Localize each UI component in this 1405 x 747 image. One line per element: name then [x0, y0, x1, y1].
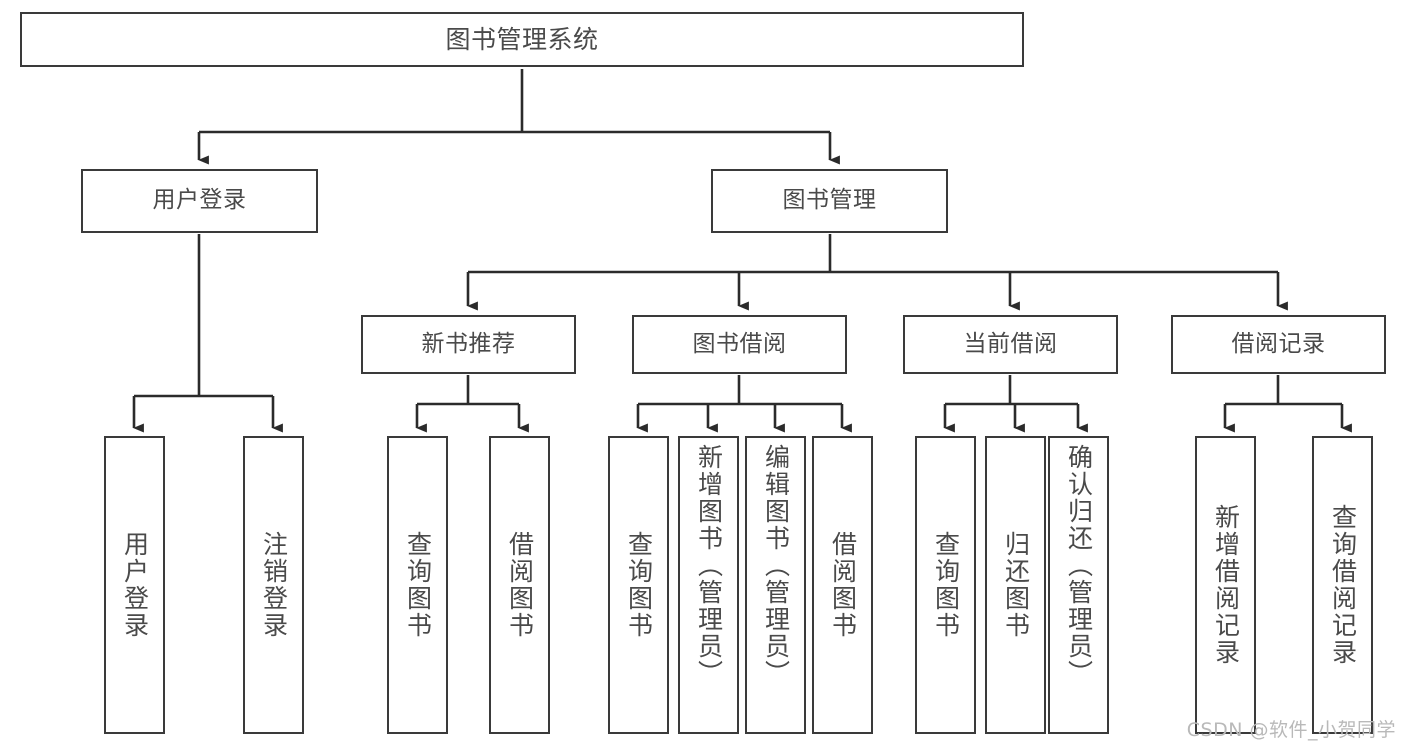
node-book-management-system[interactable]: 图书管理系统 — [20, 12, 1024, 67]
node-label: 查询图书 — [403, 531, 433, 639]
node-current-borrow[interactable]: 当前借阅 — [903, 315, 1118, 374]
node-borrow-record[interactable]: 借阅记录 — [1171, 315, 1386, 374]
node-label: 图书借阅 — [692, 330, 787, 357]
leaf-borrow-record-add[interactable]: 新增借阅记录 — [1195, 436, 1256, 734]
node-label: 查询借阅记录 — [1328, 504, 1358, 666]
node-label: 归还图书 — [1001, 531, 1031, 639]
leaf-new-book-borrow[interactable]: 借阅图书 — [489, 436, 550, 734]
node-label: 新增借阅记录 — [1211, 504, 1241, 666]
leaf-book-borrow-query[interactable]: 查询图书 — [608, 436, 669, 734]
leaf-current-borrow-query[interactable]: 查询图书 — [915, 436, 976, 734]
node-label: 借阅记录 — [1231, 330, 1326, 357]
node-label: 新增图书（管理员） — [694, 444, 724, 687]
node-label: 新书推荐 — [421, 330, 516, 357]
node-book-borrow[interactable]: 图书借阅 — [632, 315, 847, 374]
leaf-book-borrow-borrow[interactable]: 借阅图书 — [812, 436, 873, 734]
leaf-book-borrow-edit[interactable]: 编辑图书（管理员） — [745, 436, 806, 734]
node-label: 查询图书 — [624, 531, 654, 639]
node-label: 查询图书 — [931, 531, 961, 639]
node-label: 用户登录 — [120, 531, 150, 639]
leaf-current-borrow-confirm-return[interactable]: 确认归还（管理员） — [1048, 436, 1109, 734]
leaf-user-login-login[interactable]: 用户登录 — [104, 436, 165, 734]
leaf-new-book-query[interactable]: 查询图书 — [387, 436, 448, 734]
leaf-current-borrow-return[interactable]: 归还图书 — [985, 436, 1046, 734]
node-user-login[interactable]: 用户登录 — [81, 169, 318, 233]
leaf-user-login-logout[interactable]: 注销登录 — [243, 436, 304, 734]
node-book-management[interactable]: 图书管理 — [711, 169, 948, 233]
leaf-book-borrow-add[interactable]: 新增图书（管理员） — [678, 436, 739, 734]
node-label: 确认归还（管理员） — [1064, 444, 1094, 687]
node-label: 当前借阅 — [963, 330, 1058, 357]
node-label: 注销登录 — [259, 531, 289, 639]
node-label: 编辑图书（管理员） — [761, 444, 791, 687]
watermark: CSDN @软件_小贺同学 — [1186, 719, 1396, 741]
node-label: 图书管理系统 — [445, 24, 599, 54]
node-label: 用户登录 — [152, 187, 247, 214]
node-label: 借阅图书 — [505, 531, 535, 639]
node-new-book-recommend[interactable]: 新书推荐 — [361, 315, 576, 374]
leaf-borrow-record-query[interactable]: 查询借阅记录 — [1312, 436, 1373, 734]
node-label: 图书管理 — [782, 187, 877, 214]
node-label: 借阅图书 — [828, 531, 858, 639]
